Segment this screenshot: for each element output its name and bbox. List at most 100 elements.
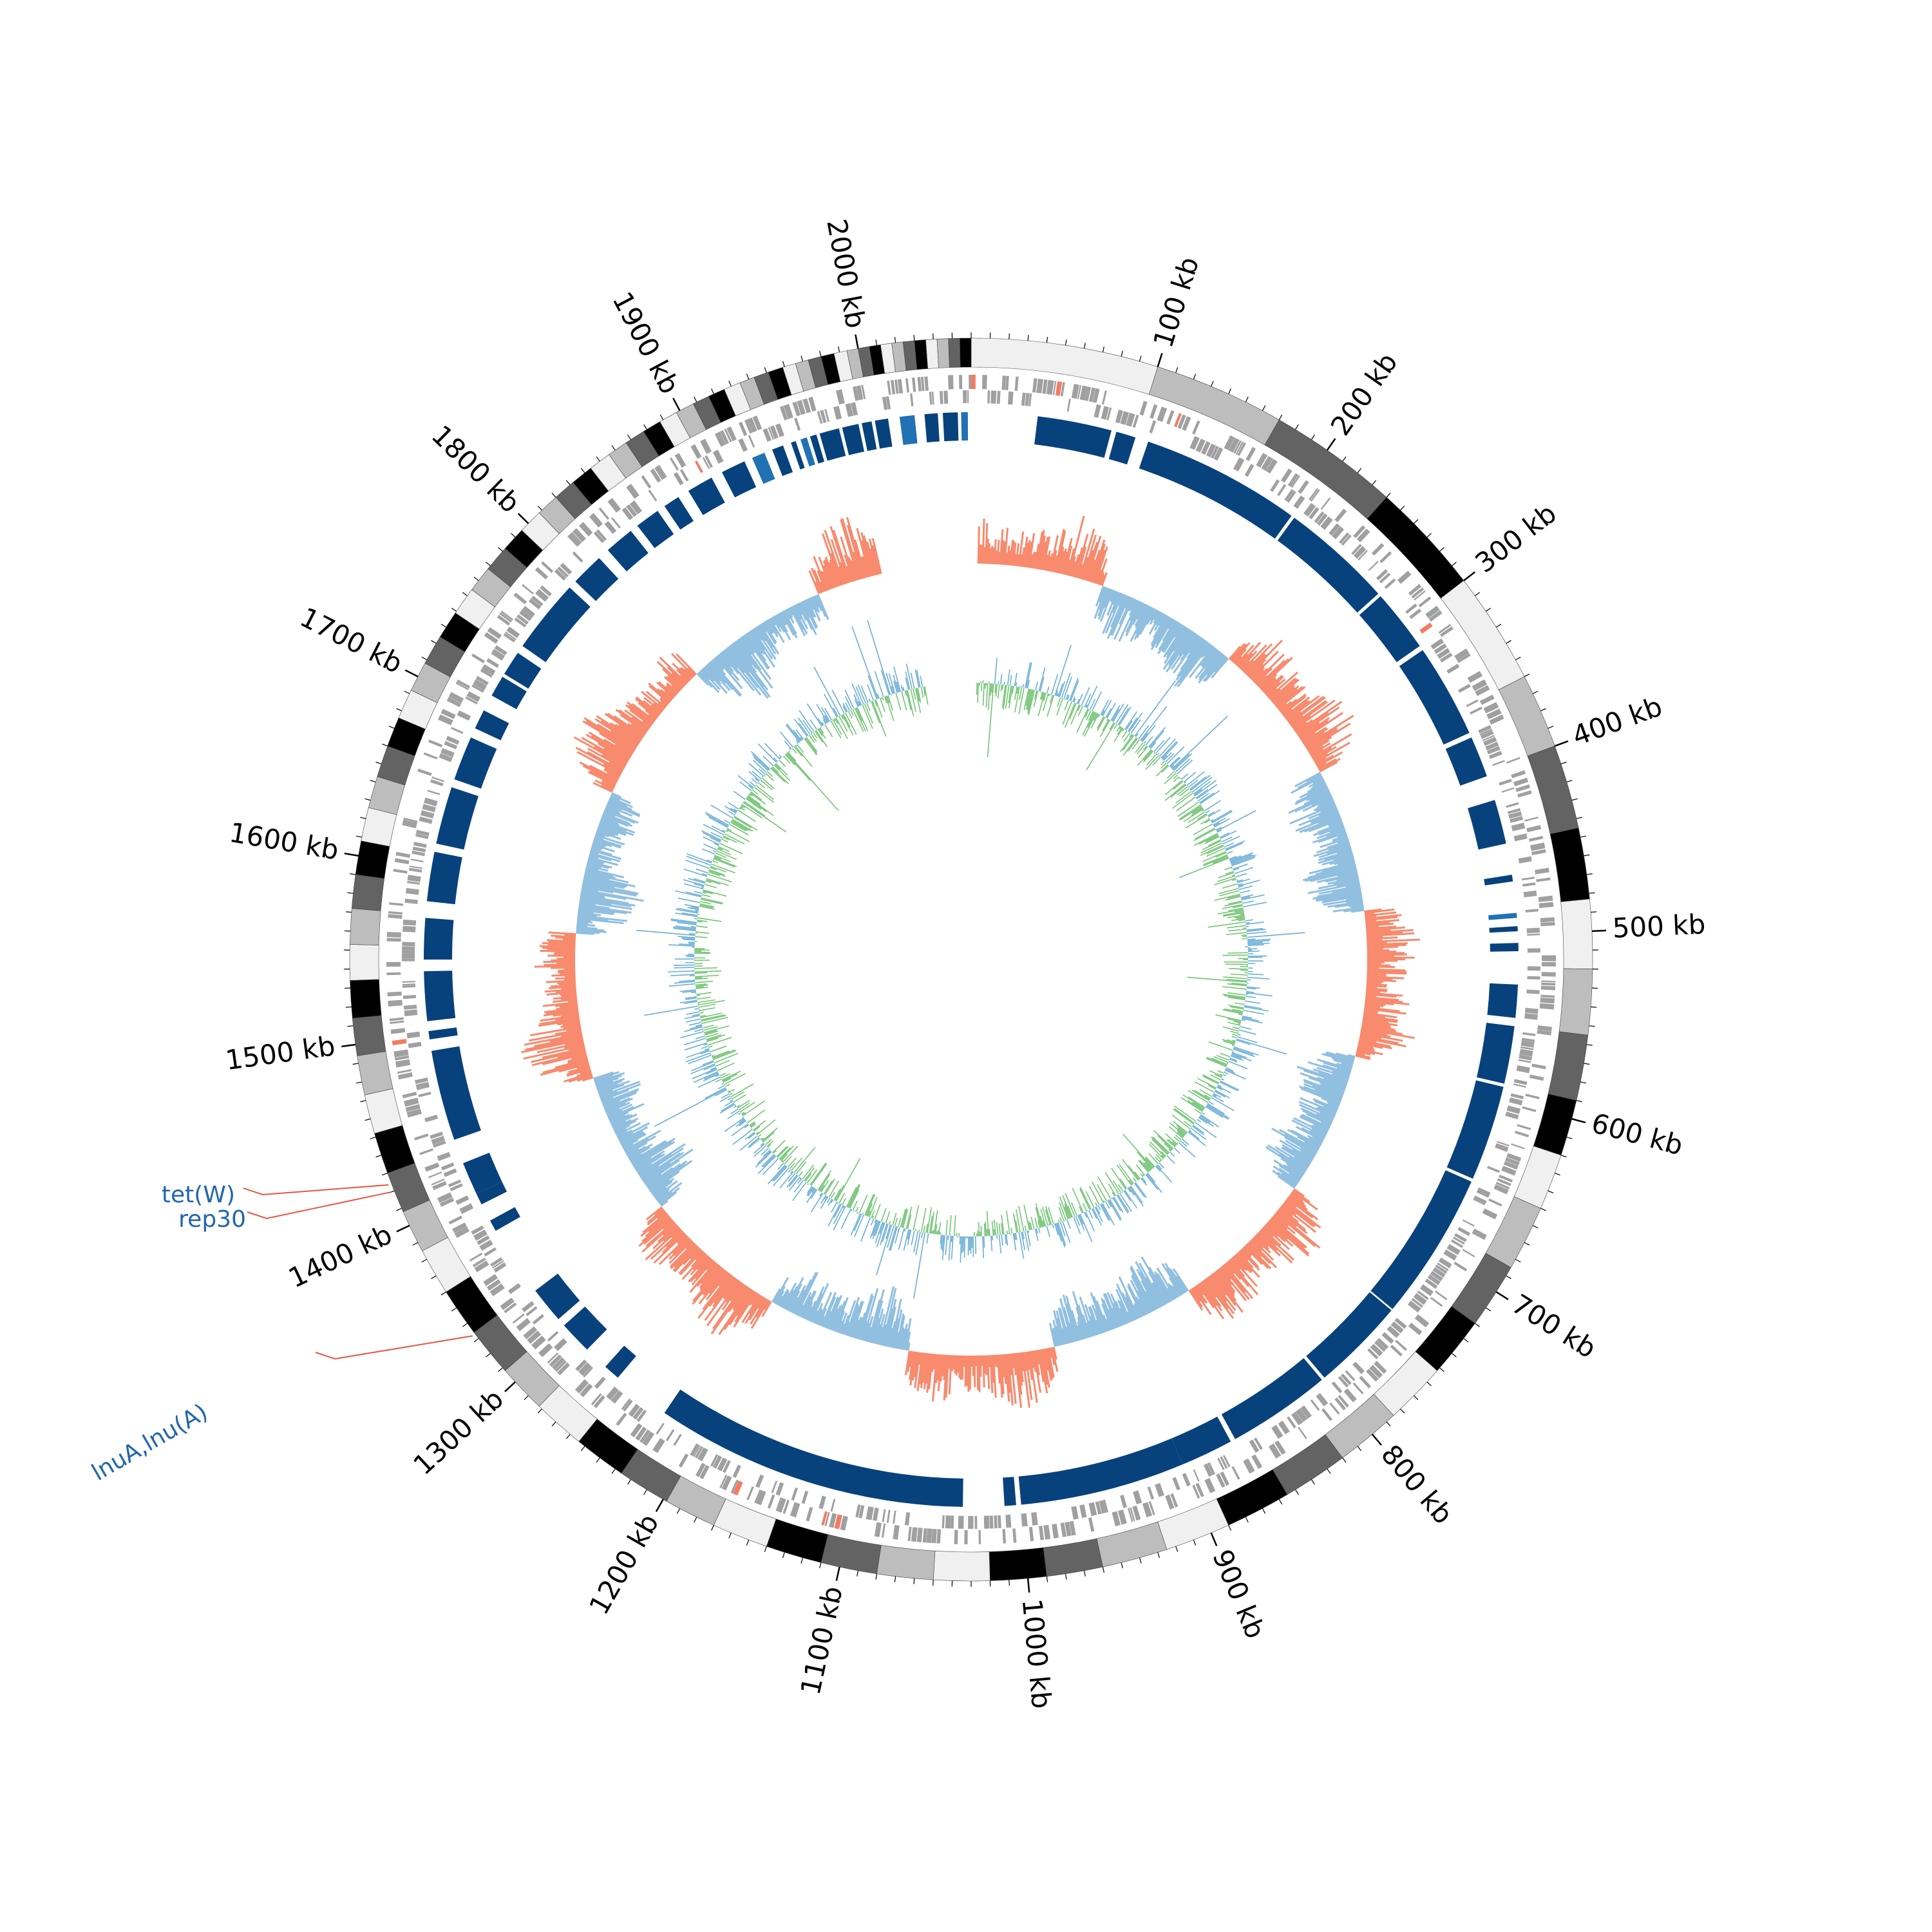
gc-bar [672,926,696,931]
skew-bar [1327,876,1359,885]
gene-feature [1195,1482,1204,1497]
gc-bar [1099,1204,1110,1221]
skew-bar [748,1294,762,1314]
gc-bar [794,745,813,767]
skew-bar [989,1355,994,1394]
skew-bar [1359,1036,1406,1048]
match-block [607,531,649,572]
gc-bar [1112,1191,1115,1197]
skew-bar [1117,593,1125,607]
skew-bar [1236,1252,1260,1278]
skew-bar [1012,1353,1018,1376]
match-block [476,1181,507,1205]
skew-bar [1308,778,1325,788]
gc-bar [1206,835,1219,842]
gene-feature [1298,480,1308,493]
skew-bar [1361,1027,1415,1039]
skew-bar [609,761,624,771]
gc-bar [1173,1147,1180,1154]
minor-tick [382,1173,388,1176]
gene-feature [402,958,415,961]
gene-feature [1507,808,1521,815]
skew-bar [577,913,597,918]
skew-bar [1317,762,1327,769]
gene-feature [1540,917,1555,923]
gene-feature [636,1410,647,1422]
skew-bar [834,1297,849,1332]
gene-feature [1522,1106,1537,1112]
skew-bar [577,916,609,922]
gc-bar [872,1220,879,1236]
gc-bar [862,705,873,729]
gene-feature [916,1528,923,1542]
skew-bar [1363,1009,1379,1013]
skew-bar [1013,554,1017,566]
skew-bar [824,529,845,585]
gc-bar [1231,982,1247,985]
gene-feature [477,1235,490,1245]
gene-feature [1530,842,1546,851]
skew-bar [1318,757,1341,772]
minor-tick [1102,346,1104,353]
gc-bar [683,868,708,877]
gene-feature [1270,479,1280,492]
gene-feature [722,1460,731,1473]
skew-bar [649,685,670,704]
gene-feature [1094,404,1101,418]
skew-bar [1052,1320,1061,1346]
minor-tick [838,346,840,353]
gc-bar [1242,1018,1263,1024]
gc-bar [1048,694,1050,697]
gene-feature [1510,1093,1524,1099]
gene-feature [1316,1393,1329,1406]
gene-feature [1452,1236,1465,1245]
gc-bar [1092,1208,1102,1226]
skew-bar [838,1312,848,1334]
gene-feature [1438,1257,1452,1269]
gc-bar [876,1222,886,1247]
gene-feature [958,375,963,390]
skew-bar [1269,688,1282,700]
skew-bar [1056,1310,1066,1345]
skew-bar [607,802,623,811]
gc-bar [750,751,771,770]
skew-bar [529,1030,582,1042]
gene-feature [830,1499,836,1512]
skew-bar [1356,1050,1371,1056]
skew-bar [1094,546,1108,584]
skew-bar [688,1256,711,1283]
skew-bar [625,1142,648,1155]
annotation-leader-line [315,1335,473,1360]
skew-bar [1098,571,1105,585]
gene-feature [1511,770,1526,779]
skew-bar [643,1148,694,1184]
skew-bar [594,833,625,846]
minor-tick [1506,639,1511,644]
skew-bar [786,1283,802,1311]
gene-feature [626,504,638,517]
gc-bar [796,744,804,753]
gene-feature [390,1028,406,1034]
skew-bar [701,668,715,682]
minor-tick [370,1137,376,1139]
minor-tick [1591,1006,1597,1008]
skew-bar [1205,1278,1229,1309]
skew-bar [551,974,576,977]
gene-feature [628,1403,640,1417]
skew-bar [578,903,610,909]
skew-bar [607,772,620,780]
skew-bar [1070,561,1077,577]
skew-bar [1341,1063,1353,1068]
gene-feature [744,419,752,434]
skew-bar [1298,1101,1335,1119]
gc-bar [978,1222,980,1236]
gc-bar [753,1126,761,1132]
gc-bar [807,1186,813,1193]
gc-bar [1168,1139,1177,1147]
gene-feature [386,972,401,976]
skew-bar [1360,1030,1391,1038]
gc-bar [1160,741,1177,759]
skew-bar [1130,605,1150,642]
minor-tick [1566,780,1573,782]
gene-feature [1508,811,1522,819]
